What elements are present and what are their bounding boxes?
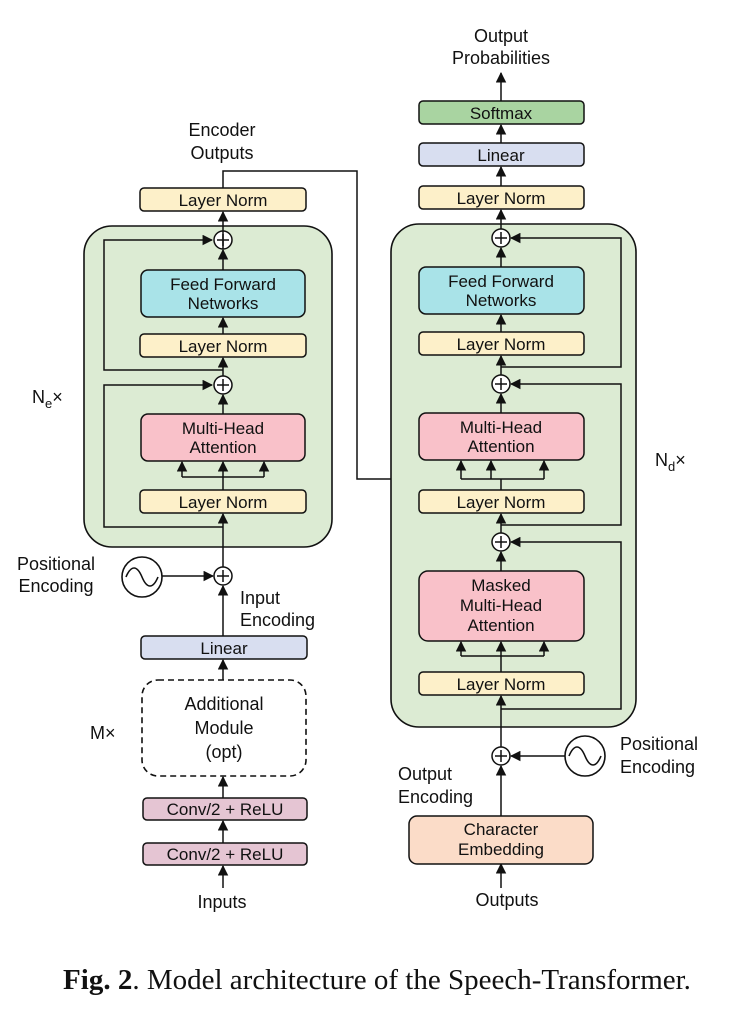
svg-text:Embedding: Embedding [458,840,544,859]
svg-text:Linear: Linear [200,639,248,658]
encoder-layer-norm-top: Layer Norm [139,187,307,212]
svg-text:Networks: Networks [188,294,259,313]
decoder-positional-label-line2: Encoding [620,757,695,777]
module-repeat-label: M× [90,723,116,743]
plus-circle-icon [213,375,233,395]
softmax-block: Softmax [418,100,585,125]
svg-text:Multi-Head: Multi-Head [460,418,542,437]
input-encoding-label-line2: Encoding [240,610,315,630]
decoder-linear-block: Linear [418,142,585,167]
svg-text:Conv/2 + ReLU: Conv/2 + ReLU [167,800,284,819]
encoder-feed-forward-block: Feed Forward Networks [140,269,306,318]
decoder-feed-forward-block: Feed Forward Networks [418,266,585,315]
decoder-positional-label-line1: Positional [620,734,698,754]
decoder-repeat-label: Nd× [655,450,686,474]
plus-circle-icon [491,746,511,766]
svg-text:Multi-Head: Multi-Head [460,596,542,615]
conv-relu-block-bottom: Conv/2 + ReLU [142,842,308,866]
plus-circle-icon [491,228,511,248]
svg-text:Layer Norm: Layer Norm [457,189,546,208]
inputs-label: Inputs [197,892,246,912]
svg-text:Softmax: Softmax [470,104,533,123]
encoder-repeat-label: Ne× [32,387,63,411]
decoder-flow-arrows [455,71,622,888]
svg-text:Feed Forward: Feed Forward [448,272,554,291]
additional-module-block: Additional Module (opt) [141,679,307,777]
svg-text:Layer Norm: Layer Norm [457,675,546,694]
input-encoding-label-line1: Input [240,588,280,608]
svg-text:Layer Norm: Layer Norm [457,335,546,354]
sine-wave-icon [121,556,163,598]
svg-text:Ne×: Ne× [32,387,63,411]
figure-caption: Fig. 2. Model architecture of the Speech… [63,964,691,996]
encoder-outputs-label-line2: Outputs [190,143,253,163]
svg-text:Nd×: Nd× [655,450,686,474]
character-embedding-block: Character Embedding [408,815,594,865]
svg-text:Attention: Attention [467,437,534,456]
svg-text:Attention: Attention [189,438,256,457]
decoder-masked-attention-block: Masked Multi-Head Attention [418,570,585,642]
svg-text:Character: Character [464,820,539,839]
encoder-positional-label-line1: Positional [17,554,95,574]
decoder-layer-norm-mha: Layer Norm [418,489,585,514]
svg-text:Masked: Masked [471,576,531,595]
plus-circle-icon [491,374,511,394]
plus-circle-icon [213,566,233,586]
outputs-label: Outputs [475,890,538,910]
plus-circle-icon [491,532,511,552]
output-probabilities-label-line2: Probabilities [452,48,550,68]
decoder-multi-head-attention-block: Multi-Head Attention [418,412,585,461]
encoder-multi-head-attention-block: Multi-Head Attention [140,413,306,462]
conv-relu-block-top: Conv/2 + ReLU [142,797,308,821]
svg-text:Linear: Linear [477,146,525,165]
svg-text:(opt): (opt) [205,742,242,762]
svg-text:Networks: Networks [466,291,537,310]
svg-text:Layer Norm: Layer Norm [457,493,546,512]
output-encoding-label-line2: Encoding [398,787,473,807]
decoder-layer-norm-top: Layer Norm [418,185,585,210]
output-encoding-label-line1: Output [398,764,452,784]
svg-text:Layer Norm: Layer Norm [179,493,268,512]
decoder-layer-norm-ffn: Layer Norm [418,331,585,356]
svg-text:Feed Forward: Feed Forward [170,275,276,294]
encoder-linear-block: Linear [140,635,308,660]
encoder-outputs-label-line1: Encoder [188,120,255,140]
encoder-layer-norm-bottom: Layer Norm [139,489,307,514]
svg-text:Conv/2 + ReLU: Conv/2 + ReLU [167,845,284,864]
encoder-positional-label-line2: Encoding [18,576,93,596]
svg-text:Layer Norm: Layer Norm [179,191,268,210]
decoder-layer-norm-bottom: Layer Norm [418,671,585,696]
svg-text:Module: Module [194,718,253,738]
svg-text:Additional: Additional [184,694,263,714]
sine-wave-icon [564,735,606,777]
svg-text:Layer Norm: Layer Norm [179,337,268,356]
svg-text:Attention: Attention [467,616,534,635]
encoder-layer-norm-mid: Layer Norm [139,333,307,358]
svg-text:Multi-Head: Multi-Head [182,419,264,438]
output-probabilities-label-line1: Output [474,26,528,46]
